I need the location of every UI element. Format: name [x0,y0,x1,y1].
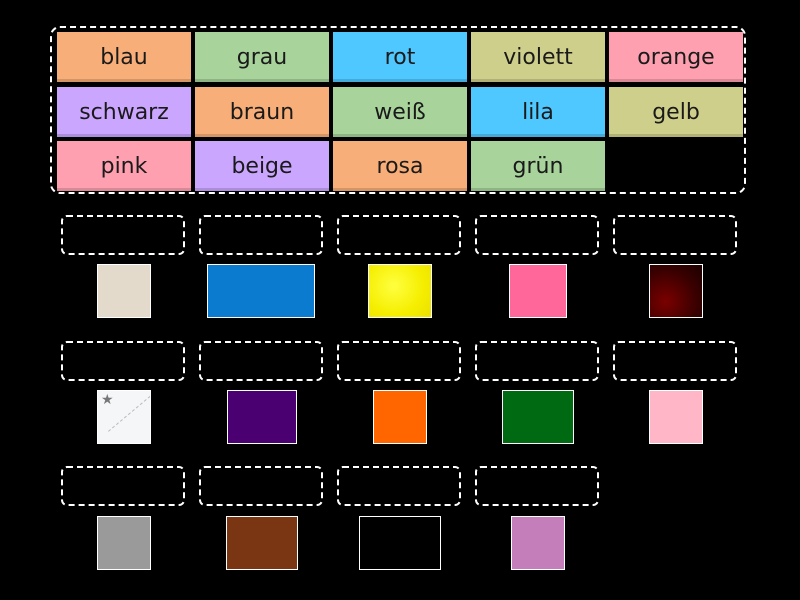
color-swatch-14 [511,516,565,570]
color-swatch-9 [502,390,574,444]
word-tile-3[interactable]: rot [333,32,467,82]
word-tile-10[interactable]: gelb [609,87,743,137]
drop-slot-10[interactable] [613,341,737,381]
drop-slot-4[interactable] [475,215,599,255]
drop-slot-8[interactable] [337,341,461,381]
drop-slot-5[interactable] [613,215,737,255]
color-swatch-2 [207,264,315,318]
color-swatch-11 [97,516,151,570]
color-swatch-3 [368,264,432,318]
drop-slot-2[interactable] [199,215,323,255]
drop-slot-12[interactable] [199,466,323,506]
drop-slot-6[interactable] [61,341,185,381]
word-tile-5[interactable]: orange [609,32,743,82]
word-tile-6[interactable]: schwarz [57,87,191,137]
word-tile-2[interactable]: grau [195,32,329,82]
drop-slot-14[interactable] [475,466,599,506]
word-bank [50,26,746,194]
color-swatch-13 [359,516,441,570]
drop-slot-13[interactable] [337,466,461,506]
color-swatch-4 [509,264,567,318]
word-tile-1[interactable]: blau [57,32,191,82]
color-swatch-8 [373,390,427,444]
color-swatch-5 [649,264,703,318]
color-swatch-7 [227,390,297,444]
drop-slot-9[interactable] [475,341,599,381]
drop-slot-1[interactable] [61,215,185,255]
word-tile-7[interactable]: braun [195,87,329,137]
word-tile-9[interactable]: lila [471,87,605,137]
star-icon: ★ [101,392,114,408]
word-tile-12[interactable]: beige [195,141,329,191]
drop-slot-11[interactable] [61,466,185,506]
word-tile-8[interactable]: weiß [333,87,467,137]
word-tile-14[interactable]: grün [471,141,605,191]
drop-slot-3[interactable] [337,215,461,255]
word-tile-4[interactable]: violett [471,32,605,82]
color-swatch-10 [649,390,703,444]
color-swatch-6: ★ [97,390,151,444]
word-tile-13[interactable]: rosa [333,141,467,191]
color-swatch-12 [226,516,298,570]
drop-slot-7[interactable] [199,341,323,381]
color-swatch-1 [97,264,151,318]
word-tile-11[interactable]: pink [57,141,191,191]
